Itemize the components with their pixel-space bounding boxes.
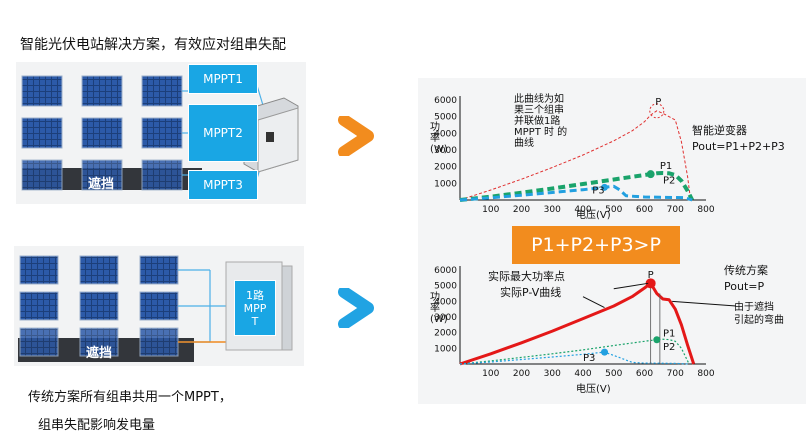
label-p2: P2 <box>663 342 675 353</box>
label-p1: P1 <box>660 161 672 172</box>
y-tick-label: 4000 <box>434 297 457 307</box>
chart2-pout: Pout=P <box>724 280 764 293</box>
solar-panels-bottom <box>19 255 179 357</box>
blue-arrow-icon <box>338 288 374 328</box>
series-line-solid-red <box>459 281 696 366</box>
series-line-dashed-red <box>459 110 692 201</box>
y-tick-label: 1000 <box>434 179 457 189</box>
y-tick-label: 1000 <box>434 344 457 354</box>
chart2-ylabel: 功率(W) <box>430 291 448 325</box>
x-tick-label: 200 <box>513 369 530 379</box>
chart2-shade-note: 由于遮挡引起的弯曲 <box>734 300 784 326</box>
x-tick-label: 800 <box>697 369 714 379</box>
label-p3: P3 <box>592 185 604 196</box>
label-p2: P2 <box>663 175 675 186</box>
string-wiring <box>178 269 226 343</box>
top-pv-panel <box>16 62 306 204</box>
bottom-caption-1: 传统方案所有组串共用一个MPPT， <box>28 390 232 405</box>
comparison-text: P1+P2+P3>P <box>531 234 661 256</box>
p3-marker <box>601 183 609 191</box>
series-line-dotted-blue <box>459 351 690 365</box>
label-p3: P3 <box>583 353 595 364</box>
chart1-ylabel: 功率(W) <box>430 121 448 155</box>
x-tick-label: 600 <box>636 205 653 215</box>
y-tick-label: 6000 <box>434 96 457 106</box>
y-tick-label: 2000 <box>434 163 457 173</box>
y-tick-label: 3000 <box>434 313 457 323</box>
single-mppt-box: 1路 MPP T <box>234 280 276 336</box>
solar-panels-row-2 <box>21 117 183 149</box>
peak-marker <box>649 103 665 119</box>
y-tick-label: 5000 <box>434 113 457 123</box>
x-tick-label: 500 <box>605 205 622 215</box>
chart2-traditional-title: 传统方案 <box>724 263 768 277</box>
x-tick-label: 700 <box>667 205 684 215</box>
chart2-max-point: 实际最大功率点 <box>488 269 565 283</box>
x-tick-label: 300 <box>544 205 561 215</box>
series-line-dashed-blue <box>459 184 693 202</box>
series-line-dotted-green <box>459 338 690 365</box>
label-p1: P1 <box>663 329 675 340</box>
x-tick-label: 200 <box>513 205 530 215</box>
mppt2-label: MPPT2 <box>203 126 243 140</box>
smart-inverter-chart: 100 200 300 400 500 600 700 800 1000 2000 3000 4000… <box>430 92 785 221</box>
mppt1-box: MPPT1 <box>188 64 258 94</box>
x-tick-label: 700 <box>667 369 684 379</box>
x-tick-label: 100 <box>482 369 499 379</box>
y-tick-label: 6000 <box>434 266 457 276</box>
bottom-shade-label: 遮挡 <box>86 346 113 361</box>
chart2-pv-curve: 实际P-V曲线 <box>500 285 561 299</box>
max-point-leader <box>613 282 649 290</box>
chart2-axes: 100 200 300 400 500 600 700 800 1000 2000 3000 4000… <box>434 266 715 379</box>
x-tick-label: 400 <box>574 369 591 379</box>
chart1-inverter-title: 智能逆变器 <box>692 123 747 137</box>
traditional-chart: 100 200 300 400 500 600 700 800 1000 2000 3000 4000… <box>430 263 784 395</box>
max-power-point <box>645 278 656 289</box>
chart2-annotations: 功率(W) 电压(V) 实际最大功率点 实际P-V曲线 传统方案 Pout=P … <box>430 263 784 395</box>
y-tick-label: 4000 <box>434 129 457 139</box>
x-tick-label: 100 <box>482 205 499 215</box>
p3-marker <box>601 348 609 356</box>
top-shade-label: 遮挡 <box>88 177 115 192</box>
mppt1-label: MPPT1 <box>203 72 243 86</box>
y-tick-label: 2000 <box>434 329 457 339</box>
y-tick-label: 5000 <box>434 282 457 292</box>
comparison-badge: P1+P2+P3>P <box>512 226 680 264</box>
x-tick-label: 600 <box>636 369 653 379</box>
p1-marker <box>646 170 655 179</box>
pv-curve-leader <box>582 296 605 309</box>
top-pv-array <box>21 75 299 191</box>
x-tick-label: 400 <box>574 205 591 215</box>
chart1-formula: Pout=P1+P2+P3 <box>692 140 785 153</box>
top-heading: 智能光伏电站解决方案，有效应对组串失配 <box>20 37 286 53</box>
solar-panels-row-1 <box>21 75 183 107</box>
chart1-axes: 100 200 300 400 500 600 700 800 1000 2000 3000 4000… <box>434 96 715 215</box>
p1-marker <box>653 336 661 344</box>
label-p: P <box>655 97 661 108</box>
x-tick-label: 500 <box>605 369 622 379</box>
chart1-xlabel: 电压(V) <box>576 208 611 221</box>
single-mppt-label: 1路 MPP T <box>243 288 267 328</box>
shade-leader <box>672 300 737 307</box>
x-tick-label: 300 <box>544 369 561 379</box>
orange-arrow-icon <box>338 116 374 156</box>
chart2-xlabel: 电压(V) <box>576 382 611 395</box>
x-tick-label: 800 <box>697 205 714 215</box>
mppt3-box: MPPT3 <box>188 170 258 200</box>
mppt2-box: MPPT2 <box>188 104 258 162</box>
bottom-caption-2: 组串失配影响发电量 <box>38 418 156 433</box>
mppt3-label: MPPT3 <box>203 178 243 192</box>
y-tick-label: 3000 <box>434 146 457 156</box>
label-p: P <box>648 270 654 281</box>
